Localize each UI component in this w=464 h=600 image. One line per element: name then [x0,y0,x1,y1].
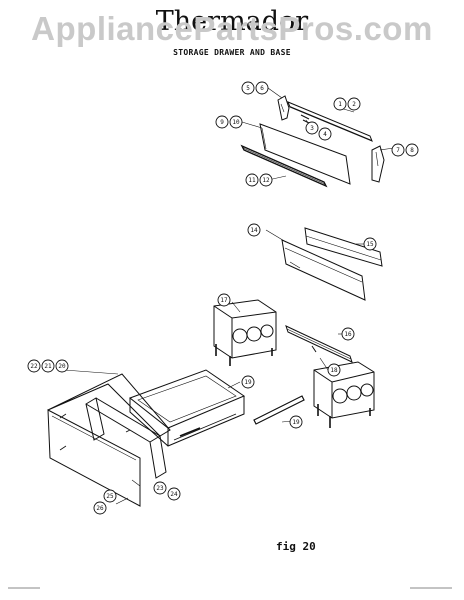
right-base-panel [313,361,375,428]
callout-19: 19 [244,379,252,386]
callout-9: 9 [220,119,224,126]
drawer-front-assembly [47,369,171,507]
middle-trim-assembly [281,227,383,301]
callout-2: 2 [352,101,356,108]
callout-balloons: 5 6 1 2 3 4 9 10 7 8 11 12 14 15 17 16 1… [27,81,419,515]
callout-26: 26 [96,505,104,512]
brand-title: Thermador [155,6,309,37]
callout-12: 12 [262,177,270,184]
callout-11: 11 [248,177,256,184]
callout-23: 23 [156,485,164,492]
left-base-panel [213,299,277,366]
callout-7: 7 [396,147,400,154]
callout-24: 24 [170,491,178,498]
callout-22: 22 [30,363,38,370]
upper-trim-assembly [240,95,385,188]
callout-19b: 19 [292,419,300,426]
callout-25: 25 [106,493,114,500]
callout-15: 15 [366,241,374,248]
callout-leaders [115,87,395,505]
callout-4: 4 [323,131,327,138]
callout-1: 1 [338,101,342,108]
callout-14: 14 [250,227,258,234]
diagram-subtitle: STORAGE DRAWER AND BASE [173,48,291,57]
slide-rails [253,325,353,425]
callout-5: 5 [246,85,250,92]
figure-label: fig 20 [276,540,316,553]
callout-10: 10 [232,119,240,126]
callout-3: 3 [310,125,314,132]
callout-21: 21 [44,363,52,370]
callout-18: 18 [330,367,338,374]
drawer-box [128,369,246,447]
callout-17: 17 [220,297,228,304]
watermark: AppliancePartsPros.com [31,10,433,47]
callout-20: 20 [58,363,66,370]
callout-8: 8 [410,147,414,154]
callout-6: 6 [260,85,264,92]
callout-16: 16 [344,331,352,338]
